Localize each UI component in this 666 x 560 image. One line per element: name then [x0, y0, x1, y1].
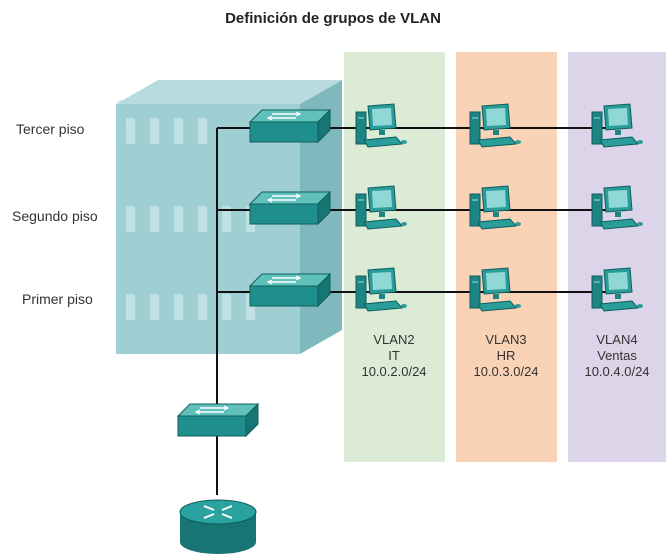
diagram-title: Definición de grupos de VLAN: [225, 10, 441, 27]
vlan3-name: VLAN3: [485, 332, 526, 347]
vlan3-subnet: 10.0.3.0/24: [473, 364, 538, 379]
switch-icon: [177, 403, 259, 437]
vlan2-name: VLAN2: [373, 332, 414, 347]
vlan3-dept: HR: [497, 348, 516, 363]
vlan2-dept: IT: [388, 348, 400, 363]
vlan2-subnet: 10.0.2.0/24: [361, 364, 426, 379]
switch-icon: [249, 191, 331, 225]
vlan4-name: VLAN4: [596, 332, 637, 347]
vlan4-dept: Ventas: [597, 348, 637, 363]
router-icon: [179, 499, 257, 554]
floor-label-third: Tercer piso: [16, 121, 85, 137]
switch-icon: [249, 109, 331, 143]
floor-label-first: Primer piso: [22, 291, 93, 307]
switch-icon: [249, 273, 331, 307]
floor-label-second: Segundo piso: [12, 208, 98, 224]
vlan4-subnet: 10.0.4.0/24: [584, 364, 649, 379]
